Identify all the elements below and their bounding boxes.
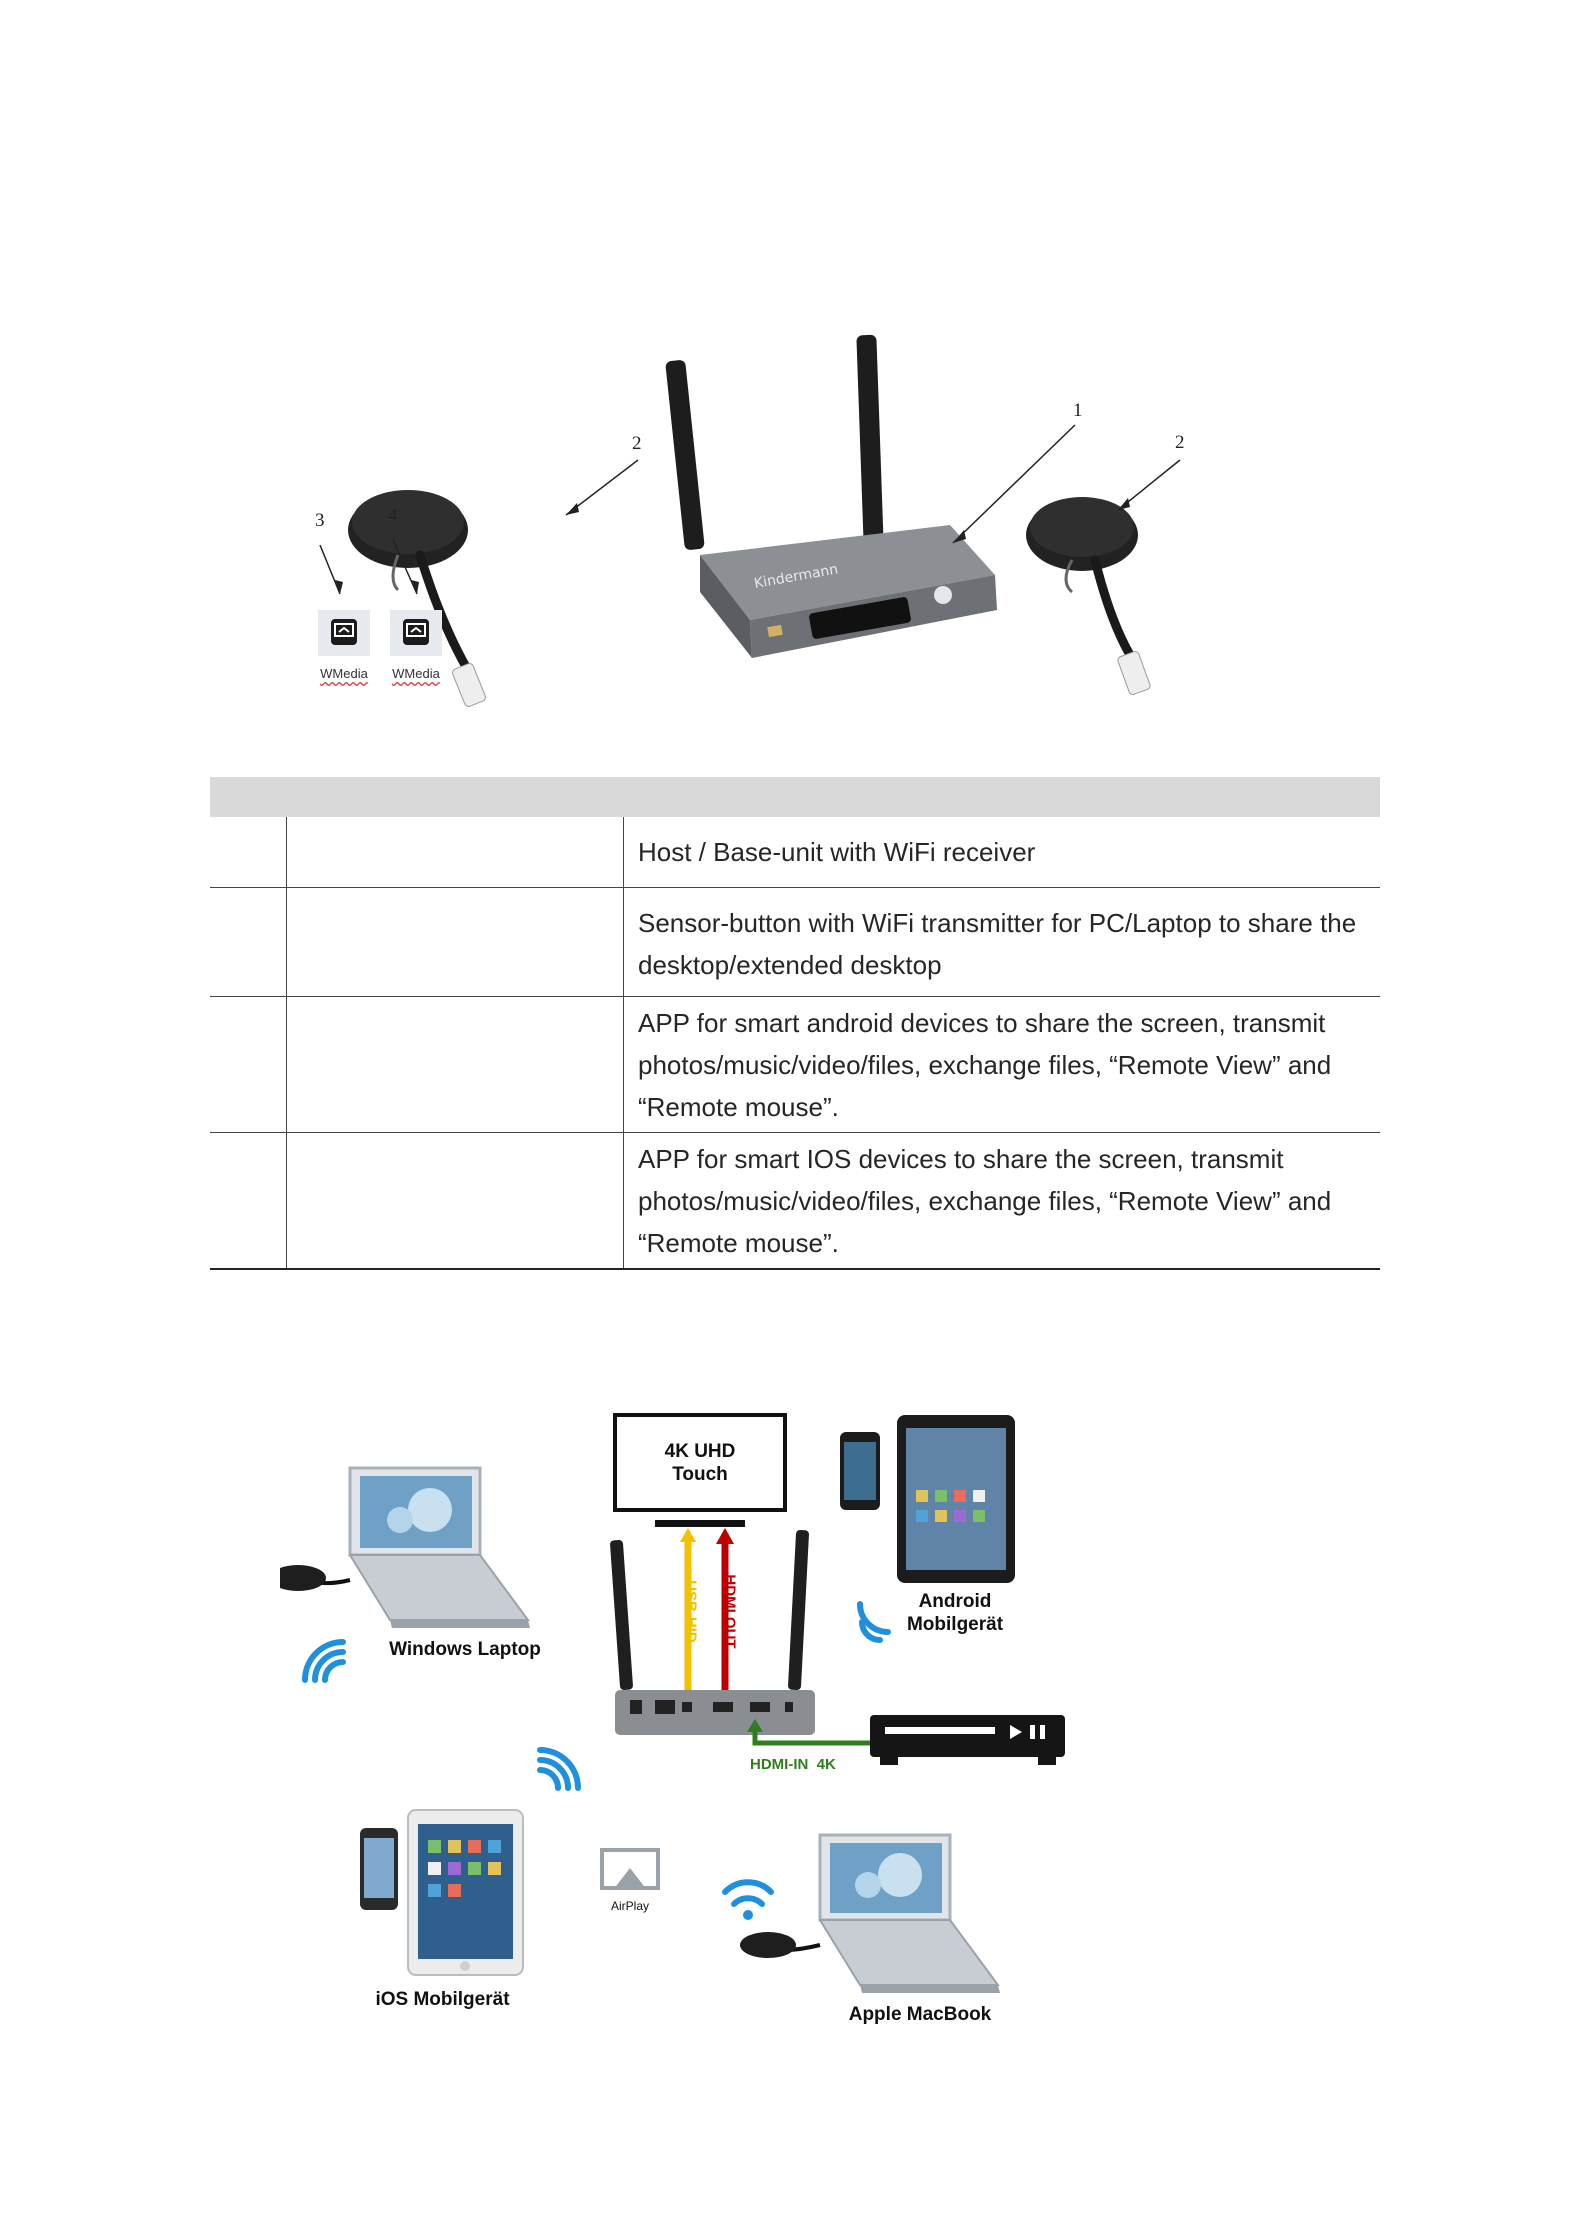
row-name — [286, 817, 624, 888]
product-figure: Kindermann 1 2 2 3 4 WMedia — [290, 320, 1250, 740]
monitor-label-line1: 4K UHD — [664, 1441, 736, 1462]
windows-laptop-label: Windows Laptop — [389, 1639, 541, 1660]
screen-share-app-icon — [318, 610, 370, 656]
row-name — [286, 1132, 624, 1270]
hdmi-in-label: HDMI-IN 4K — [750, 1756, 836, 1773]
diagram-graphics — [270, 1413, 1065, 1993]
callout-2-right: 2 — [1175, 432, 1185, 453]
row-number — [210, 887, 287, 997]
row-name — [286, 996, 624, 1133]
row-description: APP for smart IOS devices to share the s… — [623, 1132, 1380, 1270]
table-row: APP for smart android devices to share t… — [210, 996, 1380, 1133]
app-icon-label: WMedia — [392, 666, 440, 681]
android-label-line1: Android — [918, 1591, 992, 1612]
table-header-row — [210, 777, 1380, 817]
callout-3: 3 — [315, 510, 325, 531]
table-row: Sensor-button with WiFi transmitter for … — [210, 887, 1380, 997]
row-number — [210, 1132, 287, 1270]
connection-diagram: 4K UHD Touch USB-HID HDMI OUT HDMI-IN 4K… — [270, 1410, 1140, 2060]
row-number — [210, 817, 287, 888]
product-photo: Kindermann — [319, 334, 1181, 707]
ios-label: iOS Mobilgerät — [375, 1989, 510, 2010]
row-number — [210, 996, 287, 1133]
row-description: Host / Base-unit with WiFi receiver — [623, 817, 1380, 888]
monitor-label-line2: Touch — [672, 1464, 728, 1485]
hdmi-out-label: HDMI OUT — [721, 1574, 739, 1649]
app-icon-label: WMedia — [320, 666, 368, 681]
row-name — [286, 887, 624, 997]
app-icon-ios: WMedia — [387, 610, 445, 681]
table-header-cell — [210, 777, 1380, 817]
parts-table: Host / Base-unit with WiFi receiver Sens… — [210, 777, 1380, 1270]
android-label-line2: Mobilgerät — [906, 1614, 1004, 1635]
monitor-label: 4K UHD Touch — [620, 1440, 780, 1486]
table-row: APP for smart IOS devices to share the s… — [210, 1132, 1380, 1270]
callout-1: 1 — [1073, 400, 1083, 421]
airplay-label: AirPlay — [610, 1899, 649, 1913]
callout-2-left: 2 — [632, 433, 642, 454]
macbook-label: Apple MacBook — [848, 2004, 992, 2025]
android-label: Android Mobilgerät — [885, 1590, 1025, 1636]
usb-hid-label: USB-HID — [682, 1580, 700, 1643]
app-icon-android: WMedia — [315, 610, 373, 681]
table-row: Host / Base-unit with WiFi receiver — [210, 817, 1380, 888]
callout-4: 4 — [388, 505, 398, 526]
screen-share-app-icon — [390, 610, 442, 656]
row-description: Sensor-button with WiFi transmitter for … — [623, 887, 1380, 997]
row-description: APP for smart android devices to share t… — [623, 996, 1380, 1133]
